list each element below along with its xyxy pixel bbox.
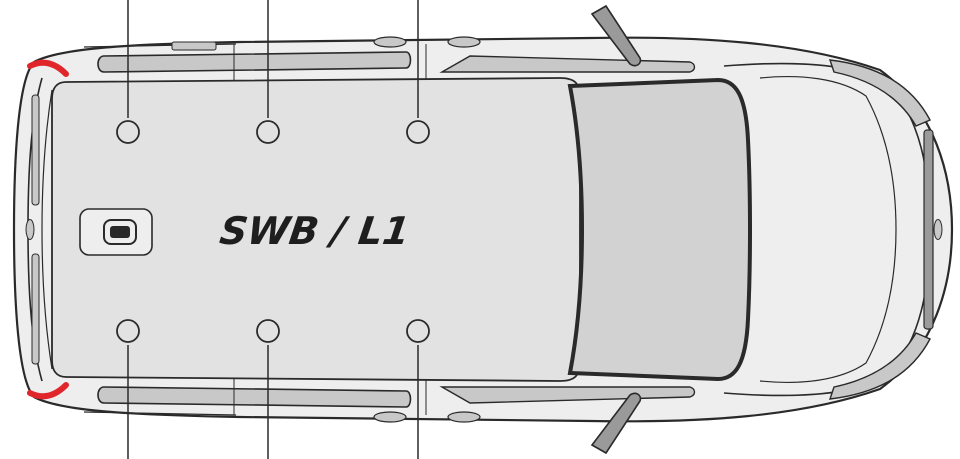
mount-point-icon xyxy=(256,120,280,144)
tail-light-left xyxy=(31,94,40,206)
door-handle-top-rear xyxy=(373,36,407,48)
mount-point-icon xyxy=(116,319,140,343)
headlamp-top xyxy=(828,59,931,127)
side-mirror-bottom xyxy=(590,392,642,455)
side-trim-bottom xyxy=(439,386,696,404)
mount-point-icon xyxy=(116,120,140,144)
door-handle-top-front xyxy=(447,36,481,48)
front-badge xyxy=(933,219,943,240)
rear-badge xyxy=(25,219,35,240)
windscreen xyxy=(567,77,753,382)
roof-rail-bottom xyxy=(97,386,412,408)
bonnet-crease xyxy=(759,76,897,383)
side-mirror-icon xyxy=(590,4,642,455)
rear-corner-accent-top xyxy=(27,59,69,77)
rear-door-seam xyxy=(41,89,53,370)
headlamp-bottom xyxy=(828,332,931,400)
roof-hatch-inner xyxy=(103,219,137,245)
roof-hatch-icon xyxy=(79,208,153,256)
roof-rail-top xyxy=(97,51,412,73)
mount-points xyxy=(116,0,430,459)
roof-antenna-base xyxy=(171,41,217,51)
mount-point-icon xyxy=(256,319,280,343)
mount-point-icon xyxy=(406,120,430,144)
front-grille xyxy=(923,129,934,330)
door-handle-bottom-rear xyxy=(373,411,407,423)
side-trim-top xyxy=(439,55,696,73)
fuel-cap-icon xyxy=(110,226,130,238)
side-mirror-top xyxy=(590,4,642,67)
mount-point-icon xyxy=(406,319,430,343)
rear-corner-accent-bottom xyxy=(27,382,69,400)
roof-rail-bottom-line xyxy=(83,411,237,416)
door-handle-bottom-front xyxy=(447,411,481,423)
model-label: SWB / L1 xyxy=(217,210,412,254)
tail-light-right xyxy=(31,253,40,365)
